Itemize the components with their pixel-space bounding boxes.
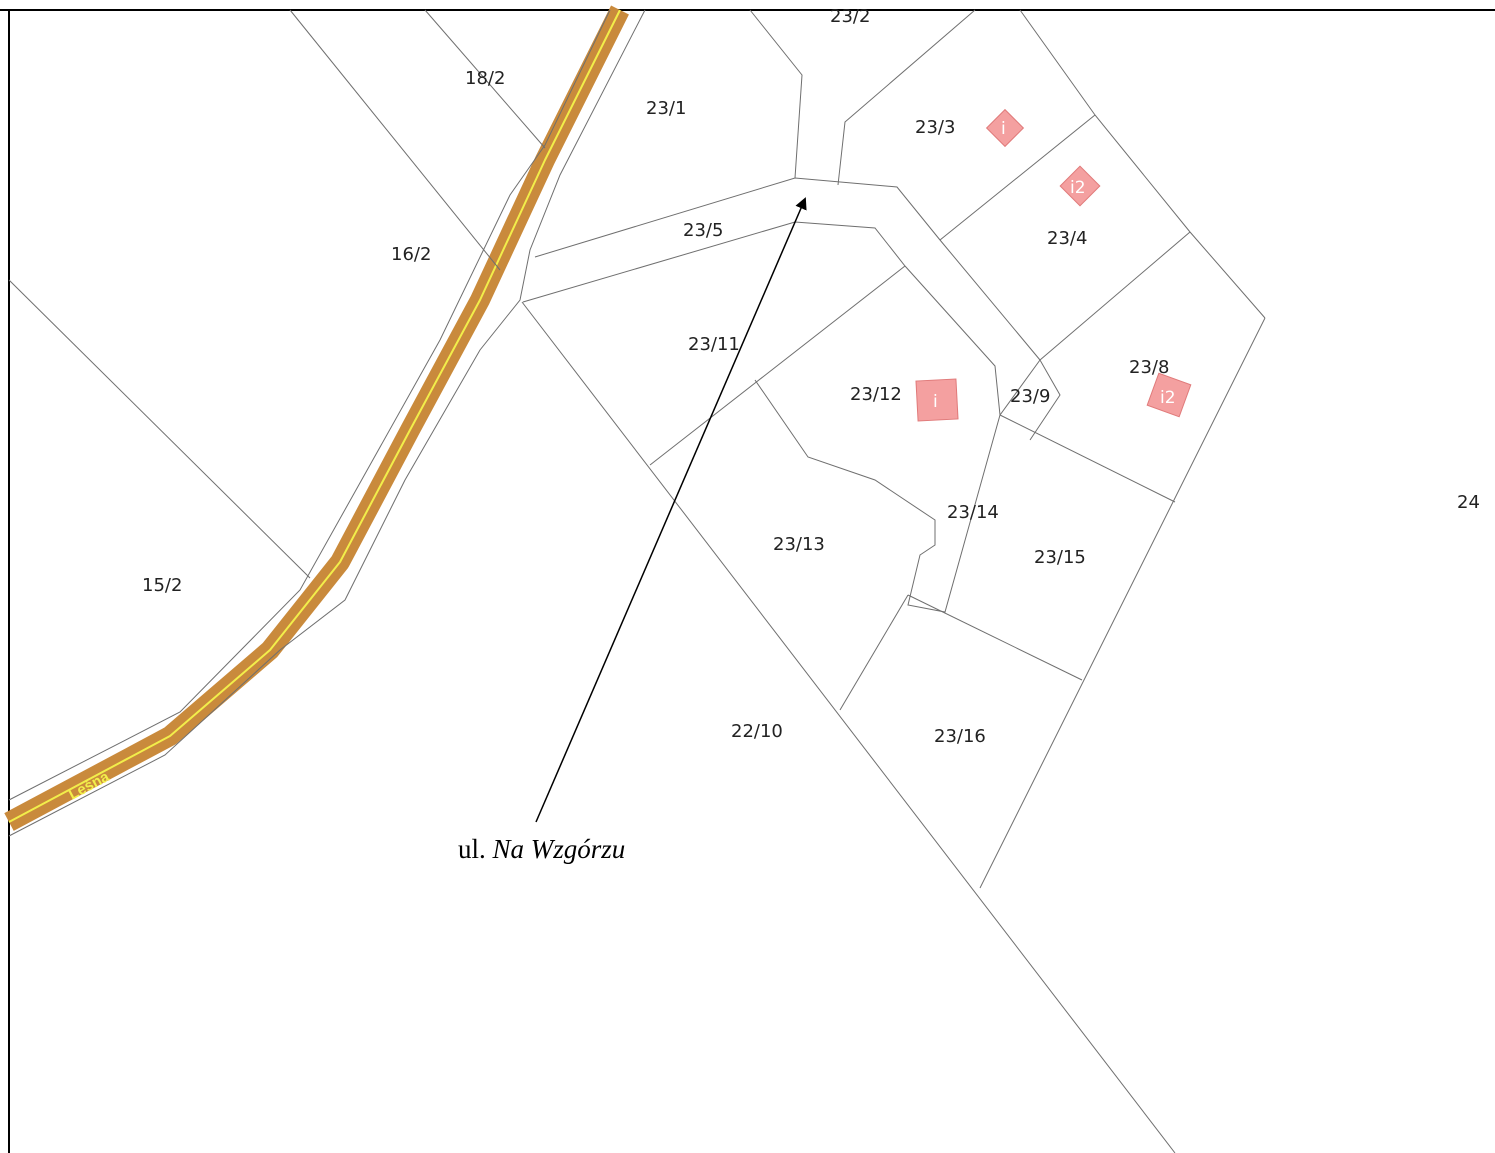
building-23-8: i2 <box>1146 372 1192 418</box>
parcel-label-23-11: 23/11 <box>688 334 740 355</box>
building-label: i <box>933 392 938 412</box>
parcel-label-18-2: 18/2 <box>465 68 505 89</box>
parcel-labels: 23/2 18/2 23/1 23/3 16/2 23/5 23/4 23/11… <box>142 6 1480 747</box>
buildings: i i2 i2 i <box>915 108 1192 422</box>
parcel-boundaries <box>8 9 1266 1153</box>
building-23-4: i2 <box>1059 165 1101 207</box>
parcel-label-23-2: 23/2 <box>830 6 870 27</box>
building-label: i2 <box>1070 178 1086 198</box>
parcel-label-23-5: 23/5 <box>683 220 723 241</box>
building-23-12: i <box>915 378 959 422</box>
parcel-label-15-2: 15/2 <box>142 575 182 596</box>
parcel-label-23-14: 23/14 <box>947 502 999 523</box>
parcel-label-23-3: 23/3 <box>915 117 955 138</box>
annotation-street-name: Na Wzgórzu <box>492 834 626 864</box>
parcel-label-23-15: 23/15 <box>1034 547 1086 568</box>
parcel-label-23-12: 23/12 <box>850 384 902 405</box>
building-23-3: i <box>985 108 1025 148</box>
parcel-label-23-16: 23/16 <box>934 726 986 747</box>
parcel-label-24: 24 <box>1457 492 1480 513</box>
parcel-label-23-13: 23/13 <box>773 534 825 555</box>
road-lesna: Leśna <box>4 5 646 837</box>
building-label: i2 <box>1160 388 1176 408</box>
parcel-label-16-2: 16/2 <box>391 244 431 265</box>
parcel-label-23-1: 23/1 <box>646 98 686 119</box>
street-annotation: ul. Na Wzgórzu <box>458 834 625 865</box>
parcel-label-23-4: 23/4 <box>1047 228 1087 249</box>
annotation-prefix: ul. <box>458 834 493 864</box>
annotation-arrow <box>535 197 807 823</box>
parcel-label-23-9: 23/9 <box>1010 386 1050 407</box>
parcel-label-22-10: 22/10 <box>731 721 783 742</box>
parcel-label-23-8: 23/8 <box>1129 357 1169 378</box>
building-label: i <box>1001 119 1006 139</box>
map-frame <box>0 9 1495 1153</box>
